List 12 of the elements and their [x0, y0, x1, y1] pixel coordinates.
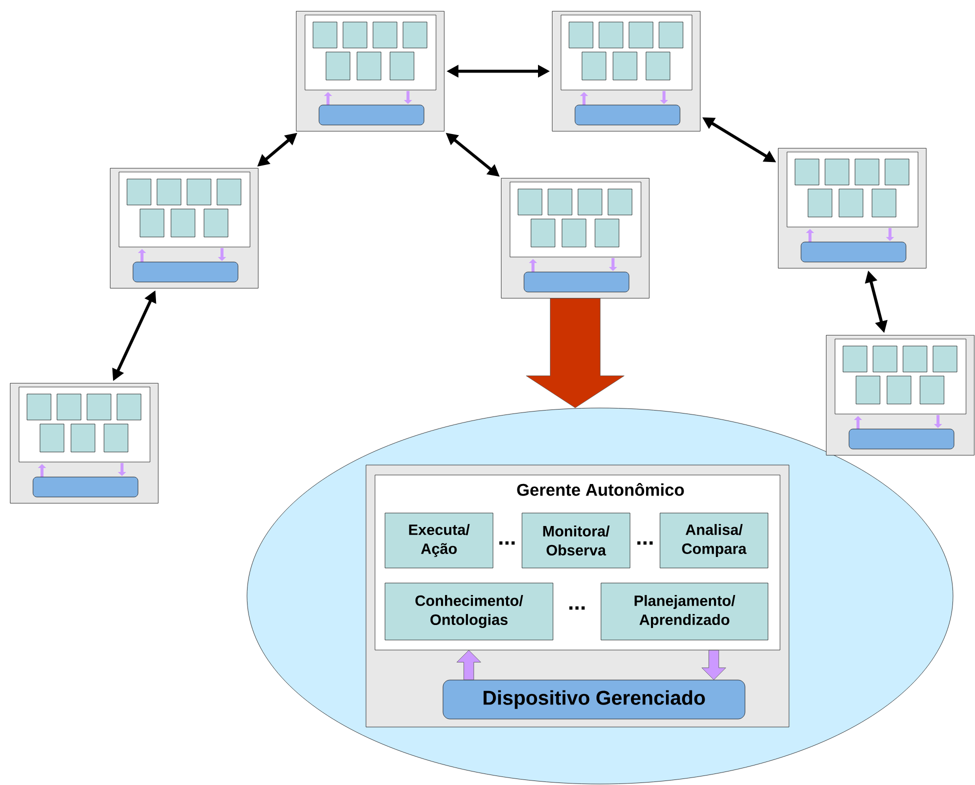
- block-arrow: [526, 298, 624, 408]
- block-arrow: [702, 650, 726, 680]
- device-bar: Dispositivo Gerenciado: [442, 680, 746, 720]
- block-arrow: [456, 650, 481, 680]
- function-box: Conhecimento/ Ontologias: [384, 582, 554, 640]
- function-box: Executa/ Ação: [384, 512, 494, 568]
- ellipsis: ...: [499, 541, 515, 545]
- ellipsis: ...: [569, 606, 585, 610]
- function-box: Analisa/ Compara: [660, 512, 768, 568]
- function-box: Monitora/ Observa: [522, 512, 630, 568]
- ellipsis: ...: [637, 541, 653, 545]
- function-box: Planejamento/ Aprendizado: [600, 582, 768, 640]
